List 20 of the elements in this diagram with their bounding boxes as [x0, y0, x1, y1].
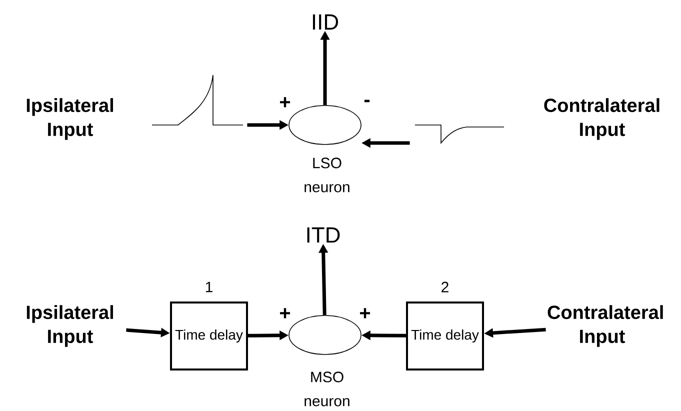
output-label: IID [312, 14, 338, 30]
input-label: Ipsilateral Input [26, 305, 114, 347]
input-label: Contralateral Input [544, 98, 660, 140]
neuron-label: MSO neuron [304, 372, 350, 406]
neuron-label: LSO neuron [304, 158, 350, 192]
input-label: Ipsilateral Input [26, 98, 114, 140]
sign-label: + [280, 308, 290, 318]
input-label: Contralateral Input [548, 305, 663, 347]
neuron-ellipse [288, 315, 362, 355]
output-label: ITD [307, 227, 340, 243]
waveform-drawing [414, 124, 504, 144]
delay-box: Time delay [406, 302, 484, 370]
sign-label: + [280, 97, 290, 108]
neuron-ellipse [288, 105, 362, 145]
delay-box: Time delay [170, 302, 248, 370]
sign-label: - [364, 100, 370, 102]
delay-number: 2 [442, 282, 448, 292]
sign-label: + [360, 308, 370, 318]
waveform-drawing [152, 74, 244, 126]
delay-number: 1 [206, 282, 212, 292]
